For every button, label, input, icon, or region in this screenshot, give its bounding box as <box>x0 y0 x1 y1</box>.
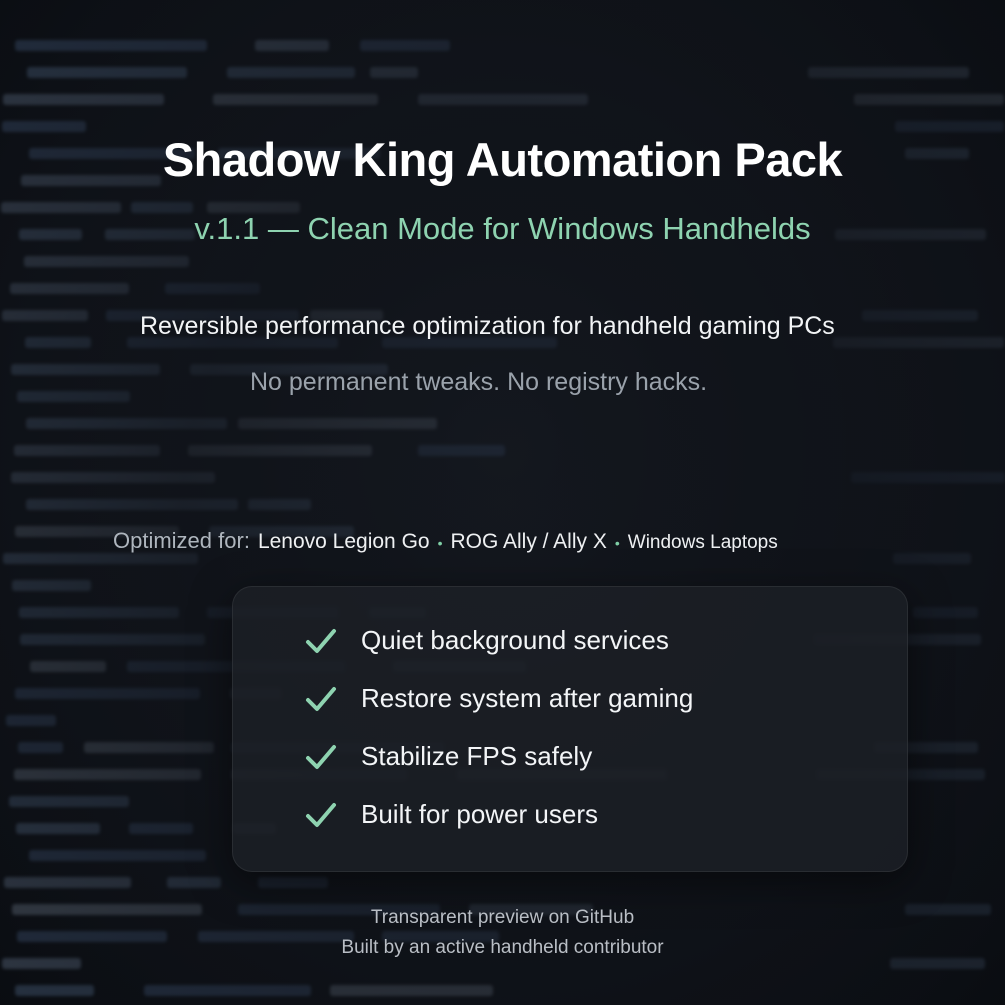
optimized-for-label: Optimized for: <box>113 528 250 553</box>
separator-dot: • <box>437 535 443 551</box>
feature-label: Built for power users <box>361 799 598 829</box>
footer-contributor-note: Built by an active handheld contributor <box>341 937 664 958</box>
feature-item: Quiet background services <box>305 625 669 656</box>
feature-label: Stabilize FPS safely <box>361 741 593 771</box>
footer-github-note: Transparent preview on GitHub <box>370 907 635 928</box>
tagline-secondary: No permanent tweaks. No registry hacks. <box>250 368 708 396</box>
device-rog-ally: ROG Ally / Ally X <box>450 530 607 553</box>
device-legion-go: Lenovo Legion Go <box>257 530 430 553</box>
features-card: Quiet background services Restore system… <box>232 586 908 872</box>
check-icon <box>306 802 336 827</box>
device-windows-laptops: Windows Laptops <box>627 532 778 553</box>
check-icon <box>306 686 336 711</box>
check-icon <box>306 628 336 653</box>
tagline-primary: Reversible performance optimization for … <box>140 312 835 340</box>
feature-label: Restore system after gaming <box>361 683 694 713</box>
feature-item: Stabilize FPS safely <box>305 741 592 772</box>
feature-item: Built for power users <box>305 799 598 830</box>
separator-dot: • <box>614 535 620 551</box>
optimized-for-row: Optimized for: Lenovo Legion Go • ROG Al… <box>113 528 778 554</box>
version-subtitle: v.1.1 — Clean Mode for Windows Handhelds <box>194 211 811 246</box>
feature-item: Restore system after gaming <box>305 683 693 714</box>
check-icon <box>306 744 336 769</box>
page-title: Shadow King Automation Pack <box>162 133 843 186</box>
feature-label: Quiet background services <box>361 625 669 655</box>
